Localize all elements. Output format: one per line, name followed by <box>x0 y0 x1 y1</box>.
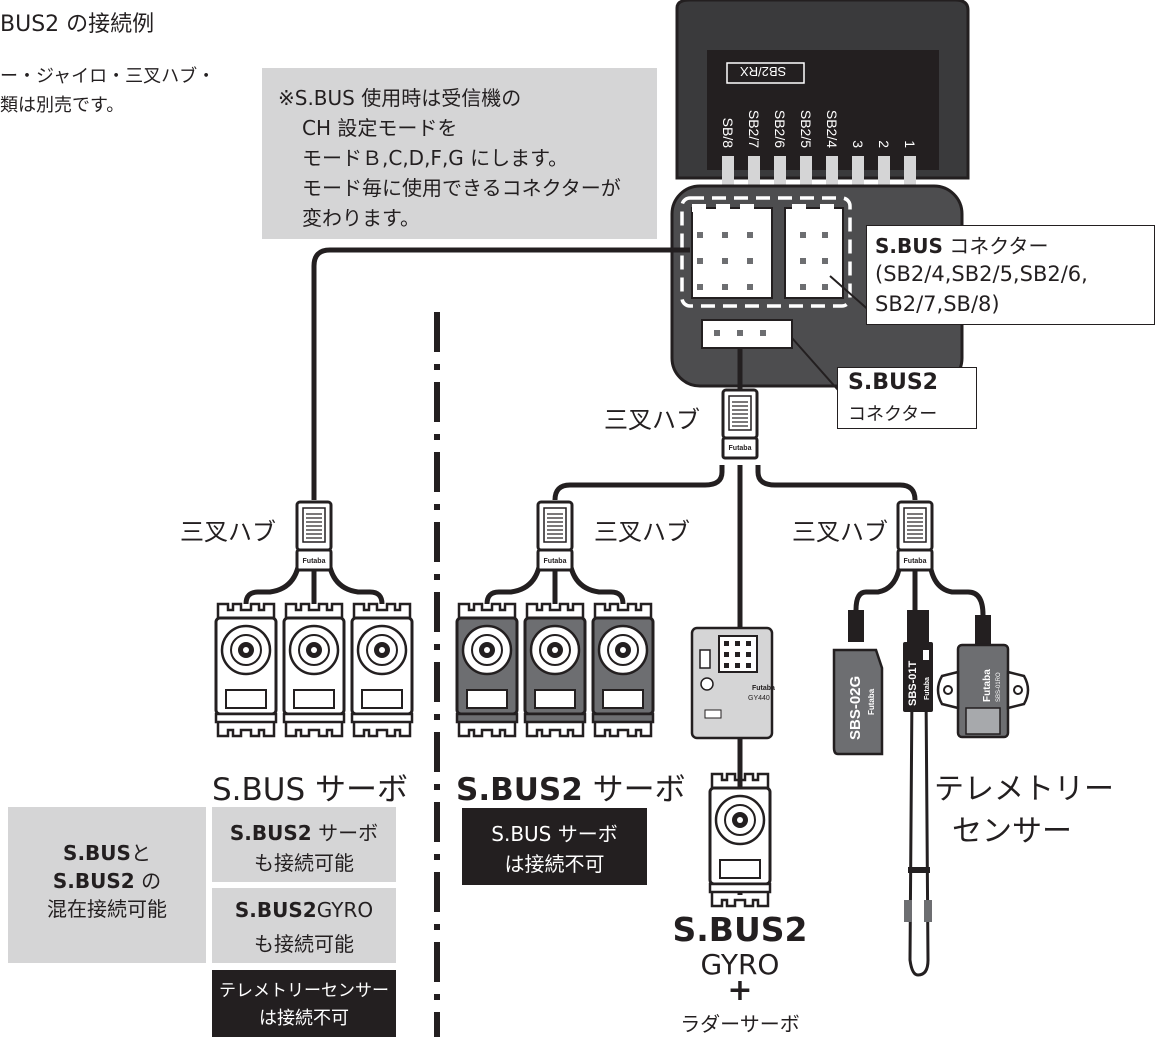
receiver-model-label: SB2/RX <box>740 64 787 79</box>
sbus2-servo-3 <box>591 602 655 738</box>
telemetry-label-line2: センサー <box>952 814 1072 849</box>
gyro-label-plus: + <box>727 973 753 1008</box>
hub-brand-label: Futaba <box>904 558 927 565</box>
page-title: BUS2 の接続例 <box>0 12 155 37</box>
sbus-connector-callout: S.BUS コネクター (SB2/4,SB2/5,SB2/6, SB2/7,SB… <box>866 225 1155 325</box>
hub-label-sbus: 三叉ハブ <box>180 518 276 546</box>
rpm-sensor-label: SBS-01RO <box>996 672 1002 702</box>
probe-right <box>924 900 932 922</box>
mixed-line1-bold: S.BUS <box>63 841 131 865</box>
sbus2-servo-ok-bold: S.BUS2 <box>229 821 312 845</box>
sbus2-servo-2 <box>523 602 587 738</box>
hub-label-sbus2: 三叉ハブ <box>594 518 690 546</box>
mixed-line3: 混在接続可能 <box>47 897 167 921</box>
sbus-servo-ng-line1: S.BUS サーボ <box>491 822 618 846</box>
mode-note-box: ※S.BUS 使用時は受信機の CH 設定モードを モードＢ,C,D,F,G に… <box>262 68 657 239</box>
header-note-line2: 類は別売です。 <box>0 95 125 116</box>
mode-note-line5: 変わります。 <box>302 206 420 230</box>
telemetry-ng-box: テレメトリーセンサー は接続不可 <box>212 970 396 1037</box>
mixed-line2-suffix: の <box>141 869 162 893</box>
header-note-line1: ー・ジャイロ・三叉ハブ・ <box>0 66 216 87</box>
mode-note-line1: ※S.BUS 使用時は受信機の <box>278 86 522 110</box>
sbus-connector-block <box>680 196 852 308</box>
sbus-servo-ng-line2: は接続不可 <box>504 852 605 876</box>
gps-sensor-label: SBS-02G <box>847 676 864 740</box>
receiver-port-label: SB2/6 <box>772 110 788 148</box>
sbus-callout-title-row: S.BUS コネクター <box>875 230 1048 259</box>
sbus2-servo-ok-suffix: サーボ <box>318 821 379 845</box>
sbus2-servo-1 <box>455 602 519 738</box>
receiver-port-label: 2 <box>876 140 892 148</box>
temp-sensor-wire <box>908 689 930 977</box>
gyro-model-text: GY440 <box>748 695 770 702</box>
rpm-sensor-brand: Futaba <box>982 669 993 702</box>
gyro-ok-line1: S.BUS2GYRO <box>212 898 396 922</box>
temp-sensor-label: SBS-01T <box>907 660 919 706</box>
rpm-sensor <box>936 615 1030 739</box>
receiver-port-label: SB2/4 <box>824 110 840 148</box>
sbus-servo-1 <box>214 602 278 738</box>
sbus2-servo-label-suffix: サーボ <box>592 772 686 808</box>
gyro-ok-box: S.BUS2GYRO も接続可能 <box>212 888 396 963</box>
port-labels: SB/8 SB2/7 SB2/6 SB2/5 SB2/4 3 2 1 <box>720 110 918 148</box>
sbus2-servo-label: S.BUS2 サーボ <box>456 764 686 809</box>
sbus2-servo-label-bold: S.BUS2 <box>456 772 583 808</box>
hub-label-telemetry: 三叉ハブ <box>792 518 888 546</box>
sbus2-servo-ok-line1: S.BUS2 サーボ <box>212 817 396 846</box>
mixed-line2-bold: S.BUS2 <box>52 869 135 893</box>
sbus-servo-label: S.BUS サーボ <box>212 772 409 808</box>
gyro-device <box>690 626 774 740</box>
sbus-servo-ng-box: S.BUS サーボ は接続不可 <box>462 808 647 885</box>
sbus2-callout-title: S.BUS2 <box>848 370 938 395</box>
gyro-ok-bold: S.BUS2 <box>234 898 317 922</box>
port-pins <box>722 156 916 190</box>
hub-label-main: 三叉ハブ <box>604 406 700 434</box>
sbus2-connector-block <box>701 319 793 349</box>
mode-note-line3: モードＢ,C,D,F,G にします。 <box>302 146 569 170</box>
sbus-callout-title-suffix: コネクター <box>949 234 1049 258</box>
receiver-port-label: SB2/7 <box>746 110 762 148</box>
receiver-port-label: SB/8 <box>720 118 736 149</box>
telemetry-ng-line1: テレメトリーセンサー <box>219 981 389 1001</box>
telemetry-label-line1: テレメトリー <box>934 772 1114 807</box>
gyro-ok-line2: も接続可能 <box>254 932 354 956</box>
sbus2-callout-subtitle: コネクター <box>848 404 938 425</box>
temp-sensor <box>903 610 933 712</box>
gyro-ok-suffix: GYRO <box>316 898 374 922</box>
rudder-servo <box>708 772 772 908</box>
receiver-port-label: 1 <box>902 140 918 148</box>
mixed-line2: S.BUS2 の <box>8 865 206 894</box>
hub-brand-label: Futaba <box>729 445 752 452</box>
sbus-servo-3 <box>350 602 414 738</box>
hub-brand-label: Futaba <box>303 558 326 565</box>
mixed-line1-suffix: と <box>130 841 151 865</box>
probe-left <box>904 900 912 922</box>
sbus-callout-title: S.BUS <box>875 234 943 258</box>
telemetry-ng-line2: は接続不可 <box>259 1008 349 1029</box>
mode-note-line2: CH 設定モードを <box>302 116 458 140</box>
gps-sensor <box>832 610 884 756</box>
gps-sensor-brand: Futaba <box>867 688 876 715</box>
sbus-callout-line2: (SB2/4,SB2/5,SB2/6, <box>875 262 1088 286</box>
mode-note-line4: モード毎に使用できるコネクターが <box>302 176 621 200</box>
gyro-label-title: S.BUS2 <box>672 910 808 949</box>
receiver-port-label: 3 <box>850 140 866 148</box>
sbus2-servo-ok-line2: も接続可能 <box>254 851 354 875</box>
sbus2-connector-callout: S.BUS2 コネクター <box>837 367 977 429</box>
sbus-servo-2 <box>282 602 346 738</box>
receiver-port-label: SB2/5 <box>798 110 814 148</box>
gyro-label-line3: ラダーサーボ <box>680 1012 800 1036</box>
sbus2-servo-ok-box: S.BUS2 サーボ も接続可能 <box>212 807 396 882</box>
mixed-line1: S.BUSと <box>8 837 206 866</box>
hub-brand-label: Futaba <box>544 558 567 565</box>
receiver <box>670 0 970 388</box>
mixed-connection-box: S.BUSと S.BUS2 の 混在接続可能 <box>8 807 206 963</box>
sbus-callout-line3: SB2/7,SB/8) <box>875 292 1000 316</box>
gyro-label-line2: GYRO <box>700 948 780 981</box>
temp-sensor-brand: Futaba <box>924 677 931 700</box>
gyro-brand-text: Futaba <box>752 685 775 692</box>
